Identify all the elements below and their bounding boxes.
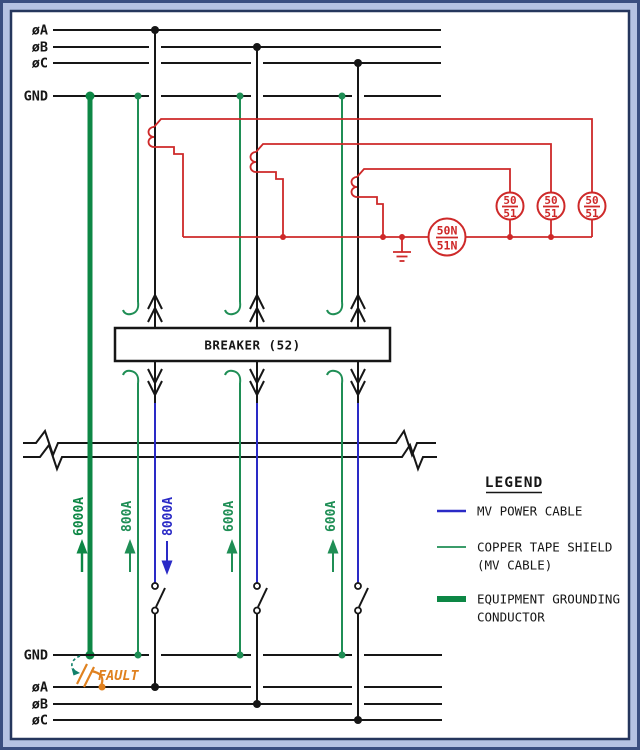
bottom-gnd-label: GND [24, 648, 48, 664]
svg-text:EQUIPMENT GROUNDING: EQUIPMENT GROUNDING [477, 592, 620, 607]
phase-conductors-upper [147, 26, 366, 328]
svg-text:51: 51 [503, 207, 517, 220]
legend-item-copper-tape-shield: COPPER TAPE SHIELD (MV CABLE) [437, 540, 612, 573]
cable-terminations [151, 582, 369, 724]
flow-arrows-up-icon [147, 292, 366, 323]
svg-text:51: 51 [585, 207, 599, 220]
shield-pigtail-icon [326, 301, 344, 316]
current-arrow-down-icon [161, 541, 173, 575]
relay-50-51-b: 50 51 [536, 191, 566, 221]
fault-annotation: FAULT [71, 655, 140, 691]
tap-dot-phase-b [253, 43, 261, 51]
svg-text:50: 50 [544, 194, 557, 207]
shield-b-ampacity-label: 600A [222, 501, 237, 532]
duct-line-upper [23, 428, 436, 458]
ct-phase-b-icon [249, 151, 257, 173]
tap-dot-phase-a [151, 26, 159, 34]
bottom-phase-c-label: øC [32, 713, 48, 729]
duct-line-lower [23, 442, 437, 472]
top-bus-lines [53, 29, 441, 97]
relay-50-51-a: 50 51 [577, 191, 607, 221]
phase-conductors-lower [147, 361, 366, 583]
svg-text:51N: 51N [437, 239, 458, 253]
legend: LEGEND MV POWER CABLE COPPER TAPE SHIELD… [437, 475, 620, 625]
legend-item-mv-cable: MV POWER CABLE [437, 504, 582, 519]
svg-text:CONDUCTOR: CONDUCTOR [477, 610, 545, 625]
top-phase-b-label: øB [32, 40, 48, 56]
fault-label: FAULT [98, 668, 140, 684]
shield-pigtail-icon [326, 369, 344, 384]
svg-text:51: 51 [544, 207, 558, 220]
termination-phase-a [151, 582, 166, 691]
relay-50-51-c: 50 51 [495, 191, 525, 221]
top-phase-a-label: øA [32, 23, 48, 39]
shield-pigtail-icon [224, 369, 242, 384]
ct-phase-c-icon [350, 176, 358, 198]
shield-a-ampacity-label: 800A [120, 501, 135, 532]
breaker-52: BREAKER (52) [113, 326, 392, 363]
svg-text:(MV CABLE): (MV CABLE) [477, 558, 552, 573]
flow-arrows-down-icon [147, 368, 366, 398]
current-arrow-up-icon [76, 539, 339, 572]
ct-relay-circuit: 50 51 50 51 50 51 50N 51N [147, 118, 607, 262]
svg-text:COPPER TAPE SHIELD: COPPER TAPE SHIELD [477, 540, 612, 555]
legend-item-equipment-grounding: EQUIPMENT GROUNDING CONDUCTOR [437, 592, 620, 625]
tap-dot-phase-c [354, 59, 362, 67]
bottom-phase-b-label: øB [32, 697, 48, 713]
shield-c-ampacity-label: 600A [324, 501, 339, 532]
power-a-ampacity-label: 8000A [161, 497, 176, 536]
ampacity-annotations: 6000A 800A 8000A 600A 600A [72, 497, 339, 575]
shield-pigtail-icon [122, 369, 140, 384]
top-gnd-label: GND [24, 89, 48, 105]
mv-power-cables [154, 403, 359, 583]
shield-pigtail-icon [122, 301, 140, 316]
shield-gnd-dots-top [134, 92, 346, 100]
svg-text:MV POWER CABLE: MV POWER CABLE [477, 504, 582, 519]
svg-text:50: 50 [585, 194, 598, 207]
fault-arc-icon [76, 663, 104, 688]
svg-text:50N: 50N [437, 224, 458, 238]
svg-text:50: 50 [503, 194, 516, 207]
top-bus: øA øB øC GND [24, 23, 441, 105]
cable-shields-lower [122, 369, 344, 655]
bottom-bus-lines [53, 654, 442, 721]
top-phase-c-label: øC [32, 56, 48, 72]
duct-bank-run [23, 428, 437, 472]
egc-ampacity-label: 6000A [72, 497, 87, 536]
termination-phase-b [253, 582, 268, 708]
legend-title: LEGEND [485, 475, 543, 491]
equipment-grounding-conductor [85, 91, 95, 660]
termination-phase-c [354, 582, 369, 724]
bottom-phase-a-label: øA [32, 680, 48, 696]
cable-shields-upper [122, 96, 344, 316]
relay-50n-51n: 50N 51N [427, 217, 467, 257]
breaker-label: BREAKER (52) [204, 338, 300, 353]
shield-pigtail-icon [224, 301, 242, 316]
bottom-bus: GND øA øB øC [24, 648, 442, 729]
ct-phase-a-icon [147, 126, 155, 148]
